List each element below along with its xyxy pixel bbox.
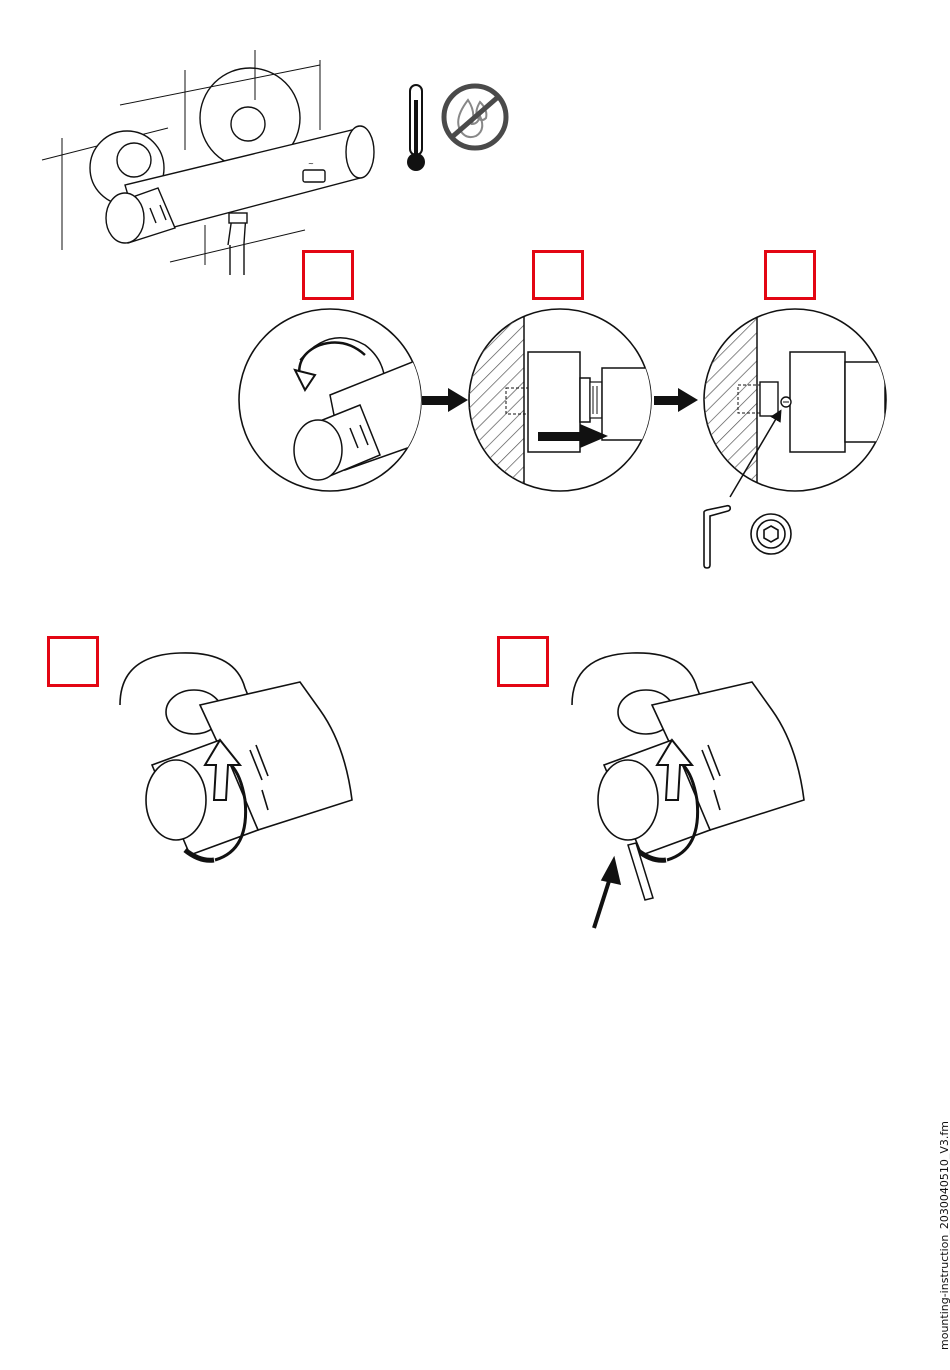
step3-detail-circle (695, 300, 886, 500)
no-hot-water-icon (444, 86, 506, 148)
footer-filename: mounting-instruction_2030040510_V3.fm (938, 1121, 950, 1350)
step-box-4 (47, 636, 99, 687)
overview-mixer-illustration: ~ (42, 50, 374, 275)
thermometer-icon (407, 85, 425, 171)
arrow-right-2 (654, 388, 698, 412)
hex-screw-icon (751, 514, 791, 554)
step2-detail-circle (460, 300, 652, 500)
step-box-1 (302, 250, 354, 300)
arrow-right-1 (422, 388, 468, 412)
step5-handle-illustration (572, 653, 804, 928)
step-box-2 (532, 250, 584, 300)
step4-handle-illustration (120, 653, 352, 860)
step1-detail-circle (239, 309, 430, 491)
svg-text:~: ~ (308, 160, 314, 168)
step-box-5 (497, 636, 549, 687)
step-box-3 (764, 250, 816, 300)
allen-key-icon (704, 506, 730, 568)
